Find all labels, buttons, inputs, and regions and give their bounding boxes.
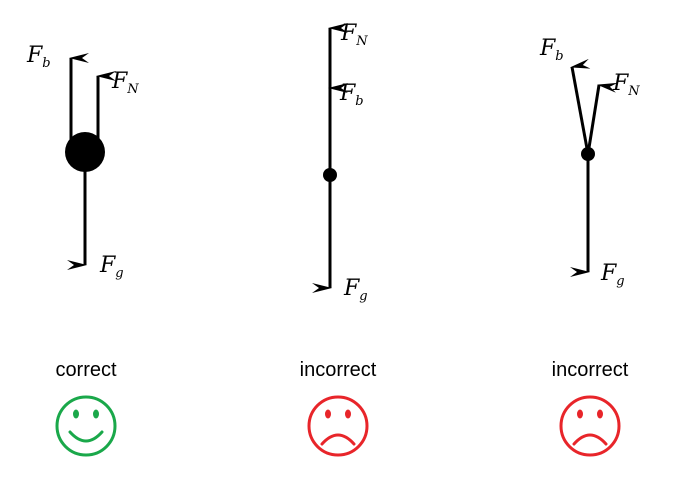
verdict-label: incorrect <box>552 359 629 381</box>
gravity-force-label: Fg <box>99 253 124 281</box>
smiley-face-icon <box>55 395 117 457</box>
normal-force-label: FN <box>111 69 139 97</box>
buoyant-force-label: Fb <box>26 43 51 71</box>
buoyant-force-label: Fb <box>539 36 564 64</box>
verdict-label: correct <box>55 359 117 381</box>
object-point <box>65 132 105 172</box>
object-point <box>323 168 337 182</box>
normal-force-label: FN <box>340 21 368 49</box>
frowning-face-icon <box>559 395 621 457</box>
diagram-correct: Fb FN Fg correct <box>26 43 139 457</box>
buoyant-force-arrow <box>570 58 591 155</box>
gravity-force-label: Fg <box>600 261 625 289</box>
diagram-incorrect-2: Fb FN Fg incorrect <box>539 36 640 457</box>
frowning-face-icon <box>307 395 369 457</box>
diagram-incorrect-1: FN Fb Fg incorrect <box>300 21 377 457</box>
verdict-label: incorrect <box>300 359 377 381</box>
normal-force-arrow <box>586 82 618 155</box>
object-point <box>581 147 595 161</box>
gravity-force-label: Fg <box>343 276 368 304</box>
buoyant-force-label: Fb <box>339 81 364 109</box>
normal-force-label: FN <box>612 71 640 99</box>
